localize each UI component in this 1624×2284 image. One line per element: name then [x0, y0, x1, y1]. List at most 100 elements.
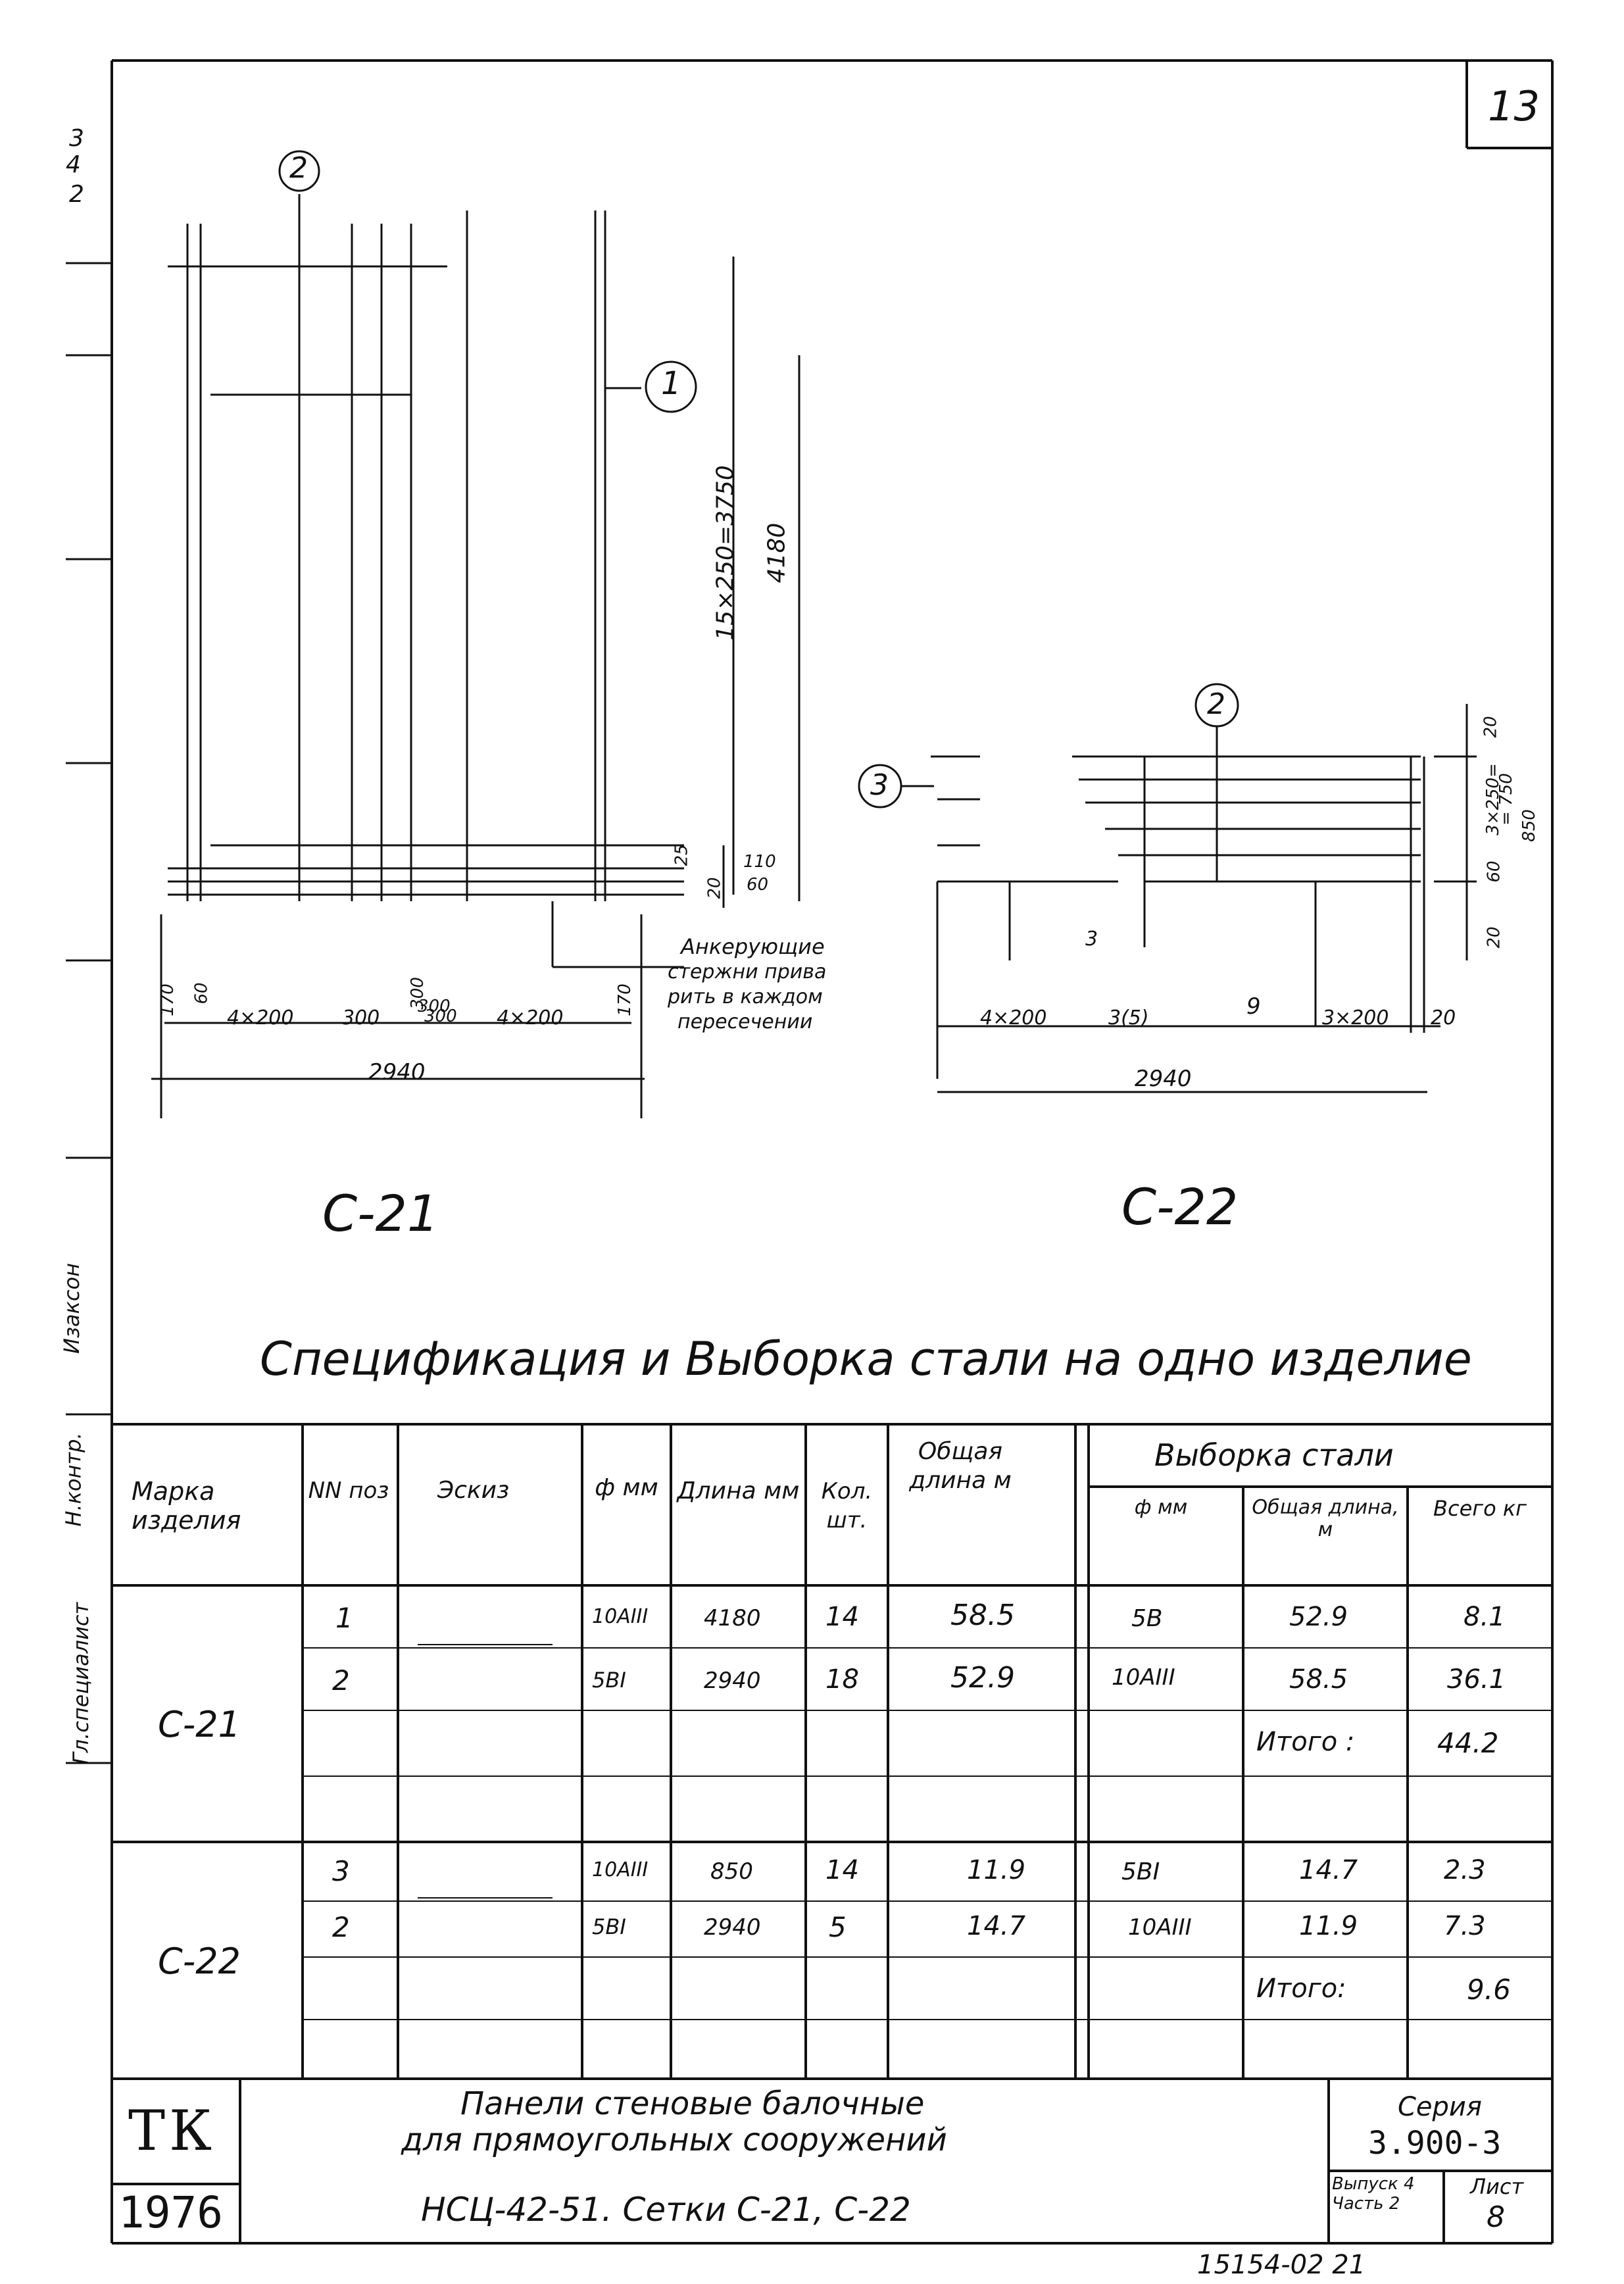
g1-r1-sel-diam: 5В: [1131, 1605, 1163, 1632]
c22-dim-bottom-4: 3×200: [1322, 1006, 1389, 1030]
title-line-3: НСЦ-42-51. Сетки С-21, С-22: [421, 2191, 911, 2229]
g2-total-label: Итого:: [1256, 1974, 1346, 2004]
c22-dim-right-850: 850: [1519, 809, 1539, 842]
g1-r1-sel-len: 52.9: [1289, 1602, 1348, 1632]
header-sketch: Эскиз: [437, 1477, 510, 1504]
c22-dim-bottom-3: 9: [1246, 993, 1261, 1020]
c22-label: С-22: [1121, 1178, 1239, 1236]
g2-r2-diam: 5ВI: [592, 1914, 626, 1939]
g1-r2-sel-diam: 10АIII: [1112, 1664, 1175, 1691]
g2-r1-total: 11.9: [967, 1855, 1026, 1885]
g2-r2-sel-len: 11.9: [1299, 1911, 1358, 1941]
title-year: 1976: [118, 2187, 223, 2238]
margin-word-2: Н.контр.: [61, 1432, 86, 1527]
margin-word-1: Изаксон: [59, 1263, 84, 1354]
g1-r2-total: 52.9: [950, 1661, 1015, 1695]
c22-dim-width: 2940: [1135, 1066, 1192, 1092]
c21-small-dim-60b: 60: [191, 982, 212, 1005]
header-sel-diam: ф мм: [1134, 1496, 1188, 1519]
c21-dim-width: 2940: [368, 1059, 426, 1085]
g1-r2-length: 2940: [704, 1668, 761, 1694]
g1-r2-sel-len: 58.5: [1289, 1664, 1348, 1695]
c21-callout-1: 1: [661, 365, 681, 402]
footer-code: 15154-02 21: [1197, 2250, 1366, 2280]
spec-title: Спецификация и Выборка стали на одно изд…: [260, 1332, 1472, 1386]
c21-small-dim-110: 110: [743, 852, 776, 872]
g2-r1-diam: 10АIII: [592, 1858, 649, 1881]
c21-note-line-3: рить в каждом: [668, 985, 823, 1008]
series-label: Серия: [1398, 2092, 1482, 2122]
g2-r2-sel-kg: 7.3: [1444, 1911, 1486, 1941]
g1-r1-sel-kg: 8.1: [1464, 1602, 1506, 1632]
c22-dim-right-20a: 20: [1481, 716, 1501, 738]
c22-small-mark: 3: [1085, 928, 1098, 951]
title-line-1: Панели стеновые балочные: [460, 2085, 925, 2122]
g1-r1-qty: 14: [825, 1602, 859, 1632]
page-number: 13: [1488, 82, 1540, 130]
c22-callout-3: 3: [870, 768, 889, 802]
g1-r2-diam: 5ВI: [592, 1668, 626, 1693]
g2-total-value: 9.6: [1467, 1974, 1511, 2006]
c22-dim-right-60: 60: [1484, 860, 1504, 883]
c21-dim-vertical: 15×250=3750: [712, 465, 739, 641]
header-sel-len: Общая длина, м: [1252, 1496, 1399, 1541]
c21-small-dim-60: 60: [747, 875, 769, 895]
g2-r1-sel-kg: 2.3: [1444, 1855, 1486, 1885]
g2-r1-length: 850: [710, 1858, 753, 1885]
c22-dim-bottom-1: 4×200: [980, 1006, 1047, 1030]
header-length: Длина мм: [677, 1477, 800, 1504]
header-total-len: Общая длина м: [909, 1438, 1012, 1494]
g2-r2-length: 2940: [704, 1914, 761, 1941]
margin-number-3: 2: [69, 181, 84, 208]
c22-dim-bottom-5: 20: [1431, 1006, 1456, 1030]
g1-r1-total: 58.5: [950, 1599, 1015, 1632]
c21-callout-2: 2: [289, 151, 308, 185]
title-org: ТК: [128, 2098, 216, 2163]
g2-r2-sel-diam: 10АIII: [1128, 1914, 1192, 1941]
g1-r1-diam: 10АIII: [592, 1605, 649, 1628]
c22-dim-right-20b: 20: [1484, 926, 1504, 949]
c21-small-dim-170b: 170: [614, 983, 635, 1016]
sheet-value: 8: [1487, 2200, 1505, 2234]
g2-r2-qty: 5: [829, 1911, 847, 1943]
c21-dim-bottom-2: 300: [342, 1006, 380, 1030]
g1-total-value: 44.2: [1437, 1727, 1499, 1759]
c22-dim-right-750: = 750: [1496, 773, 1516, 826]
c21-note-line-1: Анкерующие: [681, 934, 825, 959]
c22-callout-2: 2: [1207, 687, 1225, 721]
issue-label: Выпуск 4 Часть 2: [1332, 2174, 1415, 2214]
g1-r2-sel-kg: 36.1: [1447, 1664, 1506, 1695]
c21-small-dim-170a: 170: [157, 983, 178, 1016]
c21-label: С-21: [322, 1184, 439, 1243]
header-mark: Марка изделия: [132, 1477, 241, 1535]
g1-r2-qty: 18: [825, 1664, 859, 1695]
header-diam: ф мм: [595, 1474, 658, 1501]
c21-dim-bottom-1: 4×200: [227, 1006, 294, 1030]
c21-dim-bottom-3: 300: [424, 1006, 457, 1026]
c21-small-dim-25: 25: [672, 844, 692, 866]
margin-number-2: 4: [66, 151, 81, 178]
c22-dim-bottom-2: 3(5): [1108, 1006, 1149, 1030]
c21-note-line-4: пересечении: [677, 1010, 813, 1033]
g2-r1-sel-diam: 5ВI: [1121, 1858, 1160, 1885]
c21-dim-total-height: 4180: [763, 522, 791, 583]
sheet-label: Лист: [1470, 2174, 1524, 2199]
g2-r1-sel-len: 14.7: [1299, 1855, 1358, 1885]
c21-dim-bottom-4: 4×200: [497, 1006, 564, 1030]
g2-r1-qty: 14: [825, 1855, 859, 1885]
g2-r1-pos: 3: [332, 1855, 350, 1887]
c21-small-dim-300b: 300: [418, 997, 451, 1016]
g1-r1-pos: 1: [335, 1602, 353, 1634]
header-pos: NN поз: [308, 1477, 389, 1504]
group-2-mark: С-22: [158, 1941, 241, 1982]
margin-number-1: 3: [69, 125, 84, 152]
header-qty: Кол. шт.: [821, 1478, 873, 1533]
g1-r2-pos: 2: [332, 1664, 350, 1697]
title-line-2: для прямоугольных сооружений: [401, 2122, 947, 2158]
c21-small-dim-20: 20: [704, 877, 725, 899]
group-1-mark: С-21: [158, 1704, 241, 1745]
series-value: 3.900-3: [1368, 2125, 1502, 2162]
header-group: Выборка стали: [1154, 1437, 1394, 1473]
c21-note-line-2: стержни прива: [668, 960, 827, 983]
